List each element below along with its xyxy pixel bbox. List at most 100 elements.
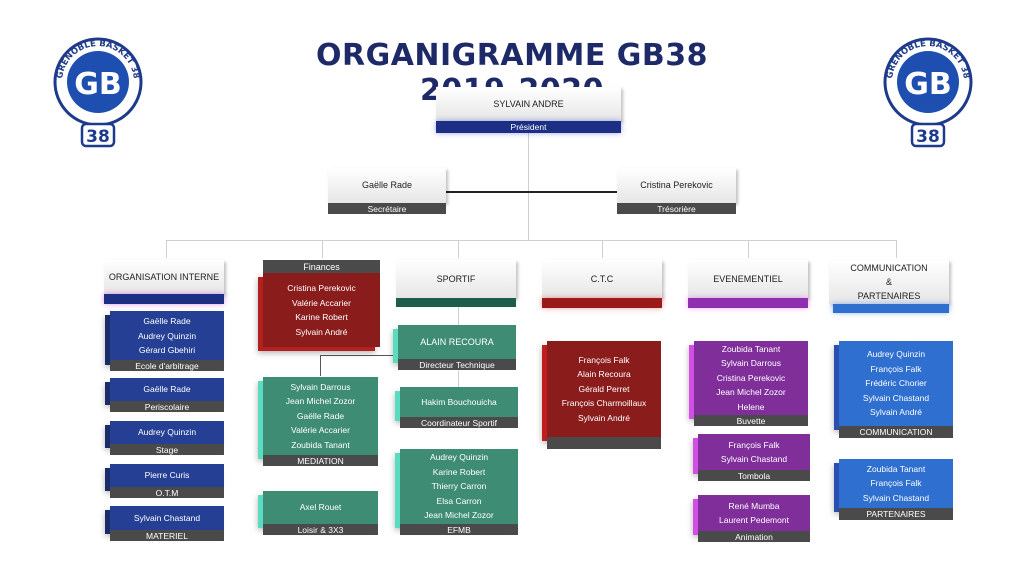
coordinateur-box: Hakim Bouchouicha bbox=[400, 387, 518, 417]
member-name: Gaëlle Rade bbox=[143, 384, 191, 395]
otm-label-bar: O.T.M bbox=[110, 487, 224, 498]
tombola-label: Tombola bbox=[737, 470, 771, 481]
connector-sportif-vertical bbox=[458, 307, 459, 325]
otm-label: O.T.M bbox=[155, 487, 179, 498]
stage-label: Stage bbox=[155, 444, 179, 455]
member-name: François Falk bbox=[870, 478, 922, 489]
finances-box: Cristina Perekovic Valérie Accarier Kari… bbox=[263, 273, 380, 347]
animation-label: Animation bbox=[735, 531, 773, 542]
ecole-arbitrage-label: Ecole d'arbitrage bbox=[135, 360, 199, 371]
ctc-title: C.T.C bbox=[590, 273, 614, 284]
coordinateur-label-bar: Coordinateur Sportif bbox=[400, 417, 518, 428]
partenaires-label-bar: PARTENAIRES bbox=[839, 508, 953, 520]
ctc-footer-bar bbox=[547, 437, 661, 449]
member-name: Frédéric Chorier bbox=[865, 378, 927, 389]
member-name: Sylvain André bbox=[870, 407, 922, 418]
connector-secretaire-tresoriere bbox=[445, 191, 617, 193]
org-interne-bar bbox=[104, 294, 224, 304]
coordinateur-label: Coordinateur Sportif bbox=[420, 417, 498, 428]
buvette-label-bar: Buvette bbox=[694, 415, 808, 426]
org-interne-title: ORGANISATION INTERNE bbox=[108, 271, 220, 282]
member-name: Gérard Gbehiri bbox=[138, 345, 196, 356]
otm-box: Pierre Curis bbox=[110, 464, 224, 487]
gb38-logo-right: GRENOBLE BASKET 38 GB 38 bbox=[883, 37, 973, 148]
member-name: Thierry Carron bbox=[431, 481, 487, 492]
secretaire-role: Secrétaire bbox=[367, 203, 407, 214]
member-name: Sylvain André bbox=[295, 326, 348, 337]
materiel-label-bar: MATERIEL bbox=[110, 530, 224, 541]
ctc-header: C.T.C bbox=[542, 260, 662, 298]
member-name: Zoubida Tanant bbox=[291, 439, 350, 450]
member-name: François Falk bbox=[728, 439, 780, 450]
buvette-label: Buvette bbox=[736, 415, 766, 426]
connector-mediation-horizontal bbox=[320, 355, 398, 356]
mediation-label-bar: MEDIATION bbox=[263, 455, 378, 466]
member-name: Gaëlle Rade bbox=[296, 410, 345, 421]
connector-drop-6 bbox=[896, 240, 897, 258]
member-name: Jean Michel Zozor bbox=[424, 510, 494, 521]
tresoriere-role-bar: Trésorière bbox=[617, 203, 736, 214]
secretaire-name: Gaëlle Rade bbox=[361, 180, 413, 190]
finances-title: Finances bbox=[303, 261, 340, 272]
directeur-name: ALAIN RECOURA bbox=[420, 336, 494, 347]
stage-label-bar: Stage bbox=[110, 444, 224, 455]
president-box: SYLVAIN ANDRE bbox=[436, 87, 621, 121]
communication-header: COMMUNICATION & PARTENAIRES bbox=[829, 260, 949, 304]
ctc-box: François Falk Alain Recoura Gérald Perre… bbox=[547, 341, 661, 437]
sportif-title: SPORTIF bbox=[436, 273, 476, 284]
connector-drop-1 bbox=[166, 240, 167, 258]
president-name: SYLVAIN ANDRE bbox=[493, 98, 564, 109]
animation-box: René Mumba Laurent Pedemont bbox=[698, 495, 810, 531]
communication-box: Audrey Quinzin François Falk Frédéric Ch… bbox=[839, 341, 953, 426]
loisir-box: Axel Rouet bbox=[263, 491, 378, 524]
president-role: Président bbox=[510, 122, 547, 132]
member-name: Sylvain Darrous bbox=[721, 358, 781, 369]
stage-box: Audrey Quinzin bbox=[110, 421, 224, 444]
member-name: Cristina Perekovic bbox=[716, 372, 786, 383]
efmb-box: Audrey Quinzin Karine Robert Thierry Car… bbox=[400, 449, 518, 524]
connector-mediation-vertical bbox=[320, 355, 321, 376]
member-name: Audrey Quinzin bbox=[866, 349, 926, 360]
connector-drop-5 bbox=[748, 240, 749, 258]
member-name: Zoubida Tanant bbox=[721, 343, 781, 354]
communication-title-line-2: & bbox=[885, 277, 892, 287]
mediation-box: Sylvain Darrous Jean Michel Zozor Gaëlle… bbox=[263, 377, 378, 455]
coordinateur-name: Hakim Bouchouicha bbox=[421, 396, 497, 407]
member-name: Helene bbox=[737, 401, 765, 412]
directeur-technique-label: Directeur Technique bbox=[419, 359, 495, 370]
logo-number: 38 bbox=[86, 127, 110, 147]
member-name: Valérie Accarier bbox=[292, 297, 351, 308]
member-name: Gérald Perret bbox=[578, 383, 630, 394]
materiel-label: MATERIEL bbox=[146, 530, 188, 541]
tresoriere-box: Cristina Perekovic bbox=[617, 168, 736, 203]
tresoriere-role: Trésorière bbox=[657, 203, 696, 214]
finances-header-bar: Finances bbox=[263, 260, 380, 273]
member-name: Sylvain Chastand bbox=[720, 454, 788, 464]
org-interne-header: ORGANISATION INTERNE bbox=[104, 260, 224, 294]
member-name: Audrey Quinzin bbox=[429, 452, 489, 463]
ecole-arbitrage-label-bar: Ecole d'arbitrage bbox=[110, 360, 224, 371]
member-name: Valérie Accarier bbox=[291, 425, 350, 436]
member-name: Sylvain Chastand bbox=[862, 392, 930, 403]
communication-label-bar: COMMUNICATION bbox=[839, 426, 953, 438]
mediation-label: MEDIATION bbox=[297, 455, 344, 466]
member-name: Zoubida Tanant bbox=[866, 463, 926, 474]
logo-number: 38 bbox=[916, 127, 940, 147]
tombola-box: François Falk Sylvain Chastand bbox=[698, 434, 810, 470]
materiel-box: Sylvain Chastand bbox=[110, 506, 224, 530]
ecole-arbitrage-box: Gaëlle Rade Audrey Quinzin Gérard Gbehir… bbox=[110, 311, 224, 361]
evenementiel-header: EVENEMENTIEL bbox=[688, 260, 808, 298]
member-name: Jean Michel Zozor bbox=[716, 387, 786, 398]
efmb-label-bar: EFMB bbox=[400, 524, 518, 535]
connector-main-horizontal bbox=[166, 240, 896, 241]
communication-title-line-1: COMMUNICATION bbox=[850, 263, 928, 273]
evenementiel-title: EVENEMENTIEL bbox=[713, 273, 783, 284]
member-name: Laurent Pedemont bbox=[719, 515, 789, 525]
member-name: Pierre Curis bbox=[144, 470, 190, 481]
member-name: Sylvain Darrous bbox=[290, 381, 351, 392]
directeur-technique-box: ALAIN RECOURA bbox=[398, 325, 516, 359]
member-name: Gaëlle Rade bbox=[143, 316, 191, 327]
member-name: Cristina Perekovic bbox=[287, 283, 356, 293]
tombola-label-bar: Tombola bbox=[698, 470, 810, 481]
member-name: Audrey Quinzin bbox=[137, 427, 197, 438]
